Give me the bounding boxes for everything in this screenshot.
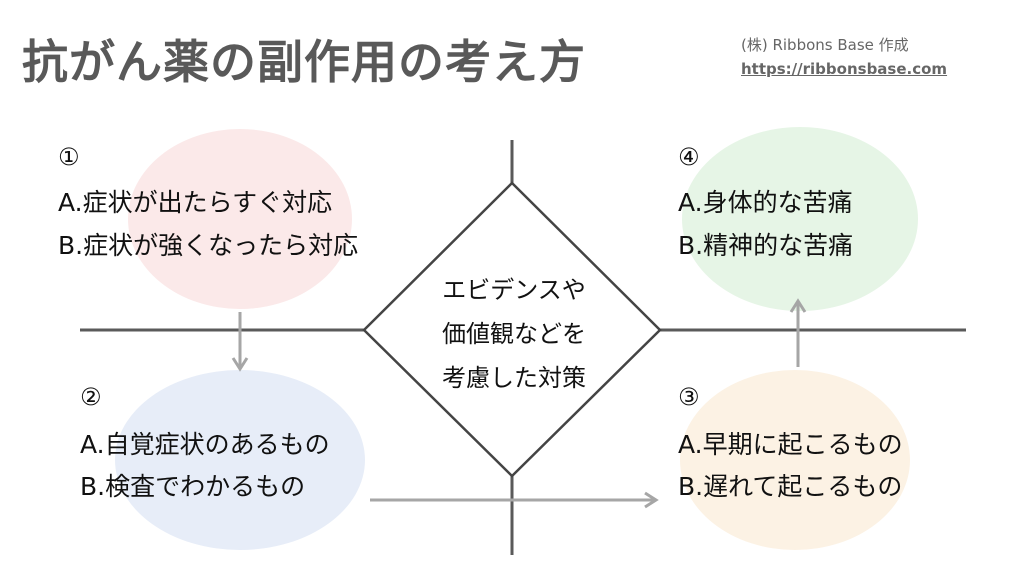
quadrant-3-option-a: A.早期に起こるもの [678,430,903,459]
quadrant-4-option-a: A.身体的な苦痛 [678,188,853,217]
center-text: エビデンスや 価値観などを 考慮した対策 [432,268,596,400]
quadrant-2-number: ② [80,383,102,411]
quadrant-2-option-b: B.検査でわかるもの [80,472,306,501]
center-line-2: 価値観などを [442,320,586,348]
center-diamond [362,181,662,478]
quadrant-2-blob [115,370,365,550]
quadrant-4-number: ④ [678,143,700,171]
quadrant-2-option-a: A.自覚症状のあるもの [80,430,330,459]
quadrant-1-number: ① [58,143,80,171]
arrow-q1-to-q2 [231,312,249,372]
quadrant-4-option-b: B.精神的な苦痛 [678,231,854,260]
source-link[interactable]: https://ribbonsbase.com [741,60,948,78]
author-credit: (株) Ribbons Base 作成 [741,36,909,54]
quadrant-1-option-b: B.症状が強くなったら対応 [58,231,359,260]
center-line-1: エビデンスや [442,276,586,304]
arrow-q3-to-q4 [789,298,807,367]
quadrant-3-number: ③ [678,383,700,411]
quadrant-4-blob [682,127,918,311]
quadrant-3-option-b: B.遅れて起こるもの [678,472,903,501]
page-title: 抗がん薬の副作用の考え方 [22,35,586,89]
center-line-3: 考慮した対策 [442,364,586,392]
quadrant-1-blob [128,129,352,309]
quadrant-1-option-a: A.症状が出たらすぐ対応 [58,188,333,217]
arrow-q2-to-q3 [370,491,659,509]
quadrant-3-blob [680,370,910,550]
